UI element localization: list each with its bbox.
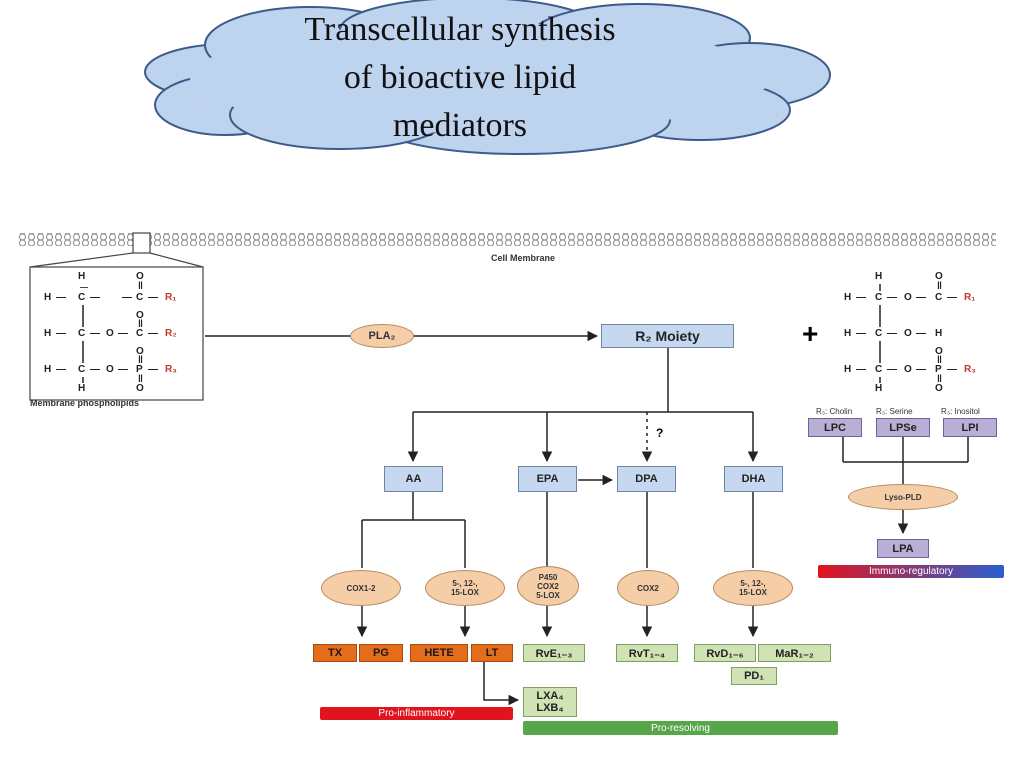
hete-product: HETE — [410, 644, 468, 662]
tx-product: TX — [313, 644, 357, 662]
lox-dha-enzyme: 5-, 12-, 15-LOX — [713, 570, 793, 606]
rvt-product: RvT₁₋₄ — [616, 644, 678, 662]
title-cloud — [144, 0, 831, 155]
rvd-product: RvD₁₋₆ — [694, 644, 756, 662]
lpa-node: LPA — [877, 539, 929, 558]
lox-aa-enzyme: 5-, 12-, 15-LOX — [425, 570, 505, 606]
cell-membrane-label: Cell Membrane — [491, 253, 556, 263]
title-line-3: mediators — [392, 107, 528, 144]
lpi-node: LPI — [943, 418, 997, 437]
lpc-node: LPC — [808, 418, 862, 437]
pd-product: PD₁ — [731, 667, 777, 685]
lxa-label: LXA₄ — [536, 690, 564, 702]
pg-product: PG — [359, 644, 403, 662]
epa-node: EPA — [518, 466, 577, 492]
cell-membrane — [18, 233, 996, 246]
title-line-2: of bioactive lipid — [343, 59, 577, 96]
p450-enzyme: P450 COX2 5-LOX — [517, 566, 579, 606]
dpa-node: DPA — [617, 466, 676, 492]
plus-sign: + — [802, 318, 819, 349]
pro-inflammatory-bar: Pro-inflammatory — [378, 708, 455, 719]
immuno-regulatory-bar: Immuno-regulatory — [869, 566, 953, 577]
dha-node: DHA — [724, 466, 783, 492]
phospholipid-bonds-right — [820, 260, 860, 400]
title-line-1: Transcellular synthesis — [304, 11, 616, 48]
lt-product: LT — [471, 644, 513, 662]
mar-product: MaR₁₋₂ — [758, 644, 831, 662]
aa-node: AA — [384, 466, 443, 492]
lxa-lxb-product: LXA₄ LXB₄ — [523, 687, 577, 717]
phospholipid-bonds-left — [82, 305, 84, 383]
lpse-node: LPSe — [876, 418, 930, 437]
r3-inositol-label: R₃: Inositol — [941, 407, 980, 416]
phospholipid-bonds-right-vertical — [879, 284, 881, 383]
r3-serine-label: R₃: Serine — [876, 407, 913, 416]
phospholipid-frame — [29, 266, 204, 401]
rve-product: RvE₁₋₃ — [523, 644, 585, 662]
page-title: Transcellular synthesis of bioactive lip… — [250, 6, 670, 150]
pro-resolving-bar: Pro-resolving — [651, 722, 710, 734]
pro-resolving-bar-shape — [523, 721, 838, 735]
cox12-enzyme: COX1-2 — [321, 570, 401, 606]
lyso-pld-enzyme: Lyso-PLD — [848, 484, 958, 510]
membrane-phospholipids-label: Membrane phospholipids — [30, 398, 140, 408]
r3-cholin-label: R₃: Cholin — [816, 407, 853, 416]
pro-inflammatory-bar-shape — [320, 707, 513, 720]
r2-moiety-node: R₂ Moiety — [601, 324, 734, 348]
pla2-enzyme: PLA₂ — [350, 324, 414, 348]
lxb-label: LXB₄ — [536, 702, 564, 714]
immuno-regulatory-bar-shape — [818, 565, 1004, 578]
cox2-enzyme: COX2 — [617, 570, 679, 606]
question-mark: ? — [656, 426, 664, 440]
